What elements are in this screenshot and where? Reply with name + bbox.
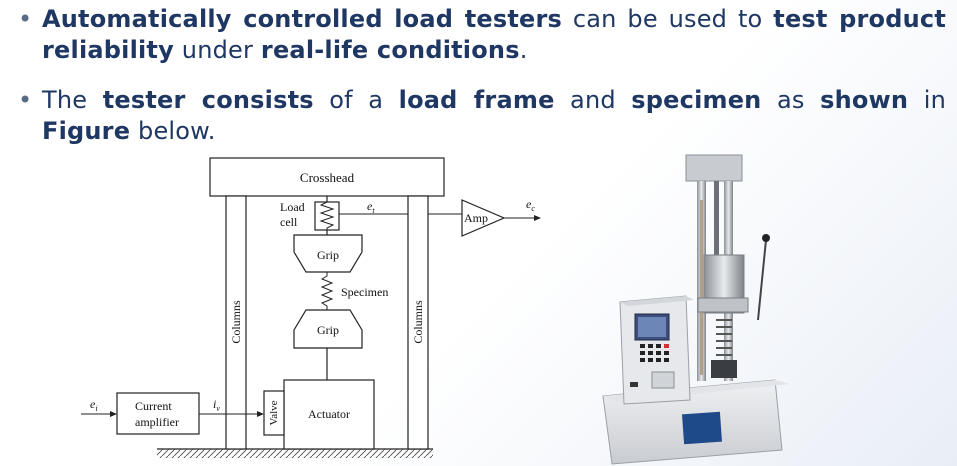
actuator-label: Actuator [308,407,350,421]
amplifier-label: amplifier [135,415,179,429]
machine-top-crosshead [685,154,743,182]
ground-hatch [157,449,433,458]
specimen-label: Specimen [341,285,388,299]
bullet-item-2: • The tester consists of a load frame an… [16,85,946,147]
cell-label: cell [280,215,298,229]
bullet-item-1: • Automatically controlled load testers … [16,4,946,66]
valve-label: Valve [268,400,280,425]
iv-label: iv [213,397,220,413]
load-cell-box [314,201,340,231]
column-left [225,195,247,450]
ec-label: ec [526,197,535,213]
load-label: Load [280,200,305,214]
grip-bottom-label: Grip [317,323,339,337]
grip-bottom-shape [293,309,363,349]
columns-left-label: Columns [229,300,243,344]
grip-top-shape [293,234,363,273]
controller-keypad [640,344,669,362]
bullet-text-1: Automatically controlled load testers ca… [42,5,946,64]
bullet-dot: • [18,86,33,114]
ei-label: ei [90,397,98,413]
current-label: Current [135,399,172,413]
bullet-list: • Automatically controlled load testers … [16,4,946,147]
controller-printer [651,371,675,389]
load-tester-photo [602,154,790,465]
load-frame-diagram: Crosshead Columns Columns Load cell et A… [81,157,541,458]
bullet-text-2: The tester consists of a load frame and … [42,86,946,145]
columns-right-label: Columns [411,300,425,344]
et-label: et [367,199,375,215]
amp-label: Amp [464,211,488,225]
valve-box [263,390,285,436]
specimen-spring [320,272,334,310]
base-label-plate [681,411,723,445]
amp-triangle [461,199,506,237]
column-right [407,195,429,450]
load-cell-spring [319,201,335,230]
bullet-dot: • [18,5,33,33]
crosshead-label: Crosshead [300,170,355,185]
grip-top-label: Grip [317,248,339,262]
